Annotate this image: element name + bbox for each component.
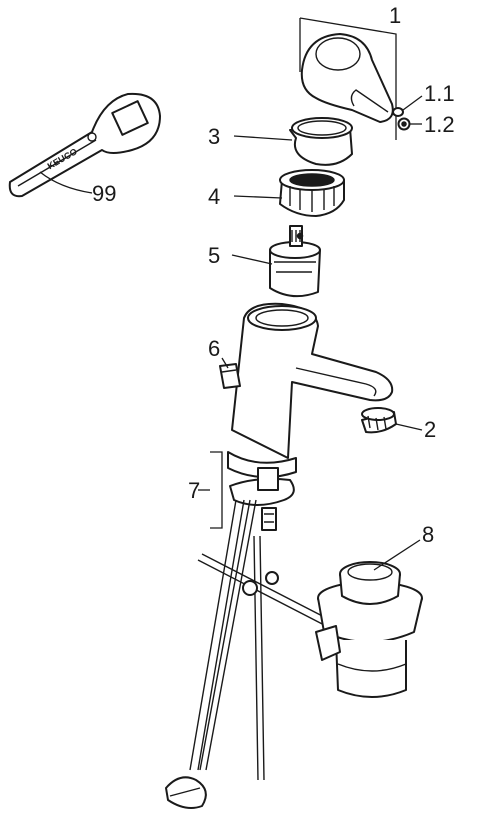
callout-99: 99 — [92, 181, 116, 206]
callout-3: 3 — [208, 124, 220, 149]
callout-4: 4 — [208, 184, 220, 209]
leader-5 — [231, 254, 273, 265]
callout-8: 8 — [422, 522, 434, 547]
pop-up-rod — [219, 363, 241, 389]
leader-6 — [221, 357, 229, 369]
leader-4 — [233, 195, 283, 199]
cover-sleeve — [289, 117, 353, 166]
callout-1-2: 1.2 — [424, 112, 455, 137]
bracket-1 — [299, 17, 397, 140]
leader-8 — [373, 539, 421, 571]
supply-hoses — [165, 499, 265, 809]
pop-up-waste — [315, 561, 423, 698]
faucet-body — [227, 302, 394, 479]
leader-99 — [39, 171, 93, 194]
service-wrench: KEUCO — [8, 92, 161, 198]
callout-2: 2 — [424, 417, 436, 442]
callout-6: 6 — [208, 336, 220, 361]
aerator — [361, 407, 397, 434]
cover-cap — [397, 117, 422, 131]
leader-2 — [395, 423, 423, 431]
leader-3 — [233, 135, 293, 141]
callout-7: 7 — [188, 478, 200, 503]
callout-5: 5 — [208, 243, 220, 268]
callout-1-1: 1.1 — [424, 81, 455, 106]
threaded-ring — [279, 169, 345, 217]
set-screw — [392, 95, 423, 117]
mounting-set — [229, 467, 295, 531]
callout-1: 1 — [389, 3, 401, 28]
drain-linkage — [197, 553, 335, 629]
valve-cartridge — [269, 225, 321, 298]
lever-handle — [300, 33, 394, 123]
bracket-7 — [210, 451, 223, 529]
